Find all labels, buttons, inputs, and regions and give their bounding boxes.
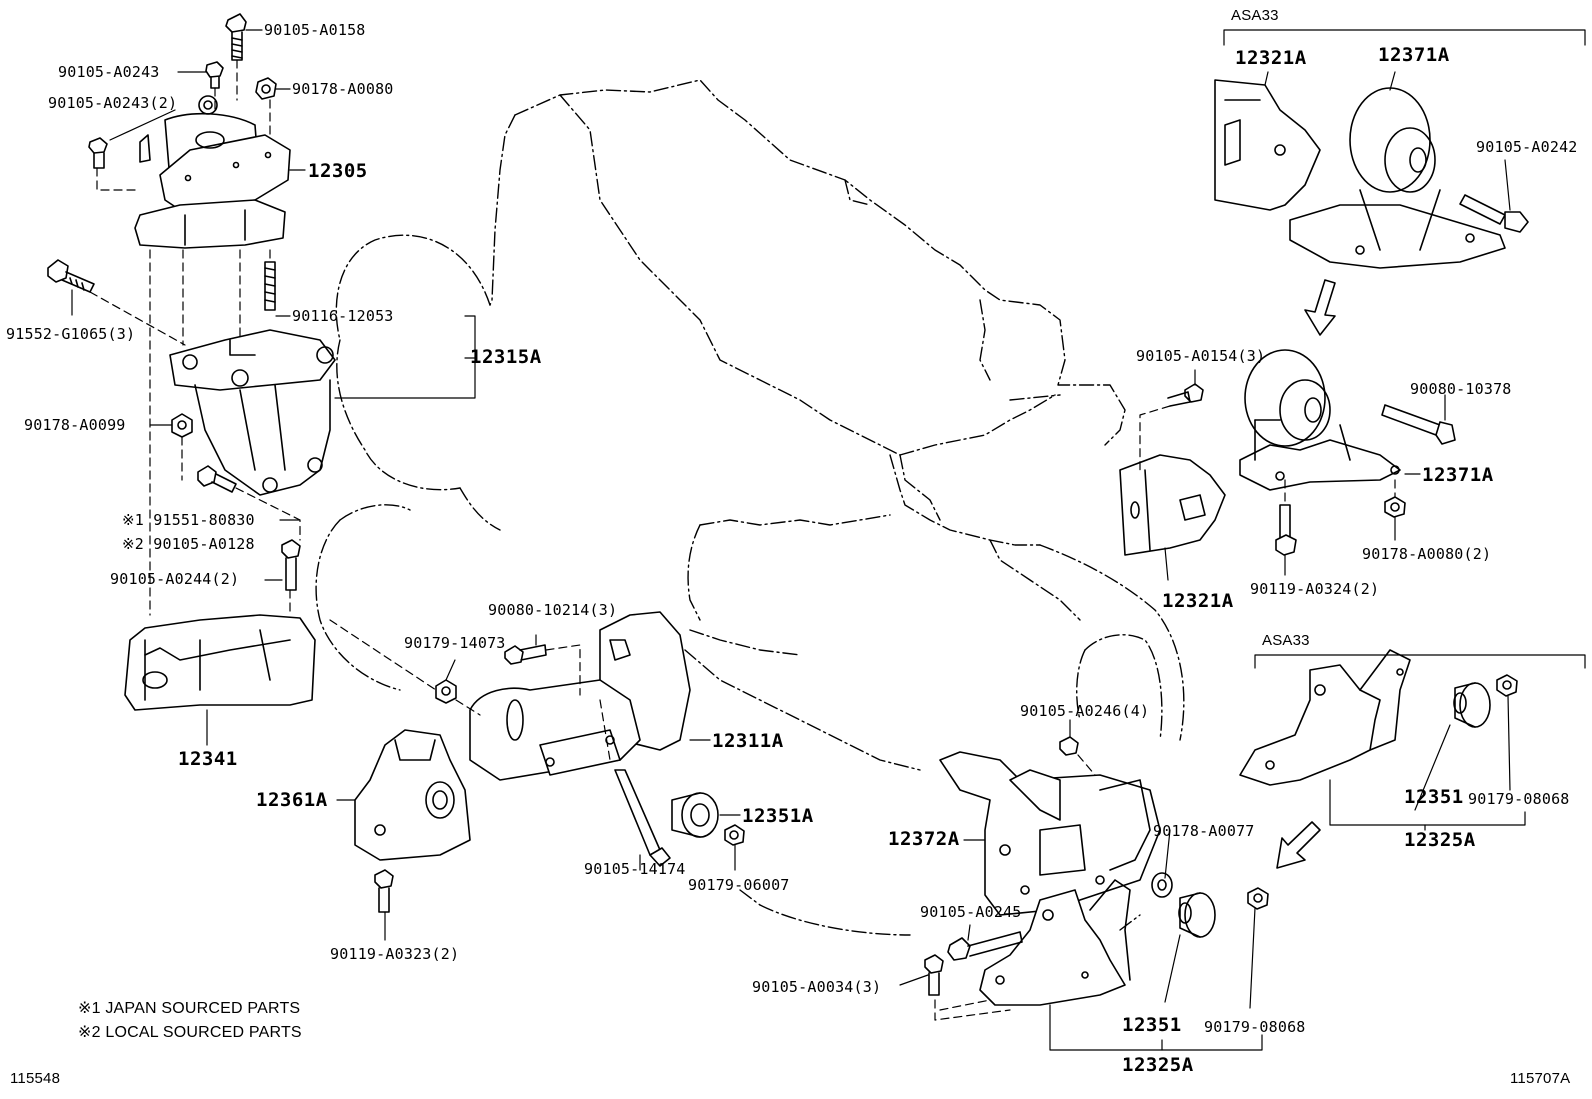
- part-label-90105-A0128: ※2 90105-A0128: [122, 535, 255, 553]
- part-12325A-bottom: [979, 879, 1131, 1006]
- bushing-12351A: [671, 792, 719, 838]
- nut-90179-08068-right: [1496, 674, 1518, 697]
- part-label-12371A-top: 12371A: [1378, 44, 1450, 66]
- part-label-90178-A0080: 90178-A0080: [292, 80, 394, 98]
- bolt-90105-A0243-2: [88, 137, 108, 169]
- leader-lines: [71, 29, 1526, 1051]
- nut-90178-A0080: [255, 77, 277, 100]
- part-12305: [134, 95, 291, 249]
- part-label-90179-06007: 90179-06007: [688, 876, 790, 894]
- part-label-90105-A0154-3: 90105-A0154(3): [1136, 347, 1266, 365]
- part-label-12351A: 12351A: [742, 805, 814, 827]
- part-label-12321A-top: 12321A: [1235, 47, 1307, 69]
- bushing-12351-bottom: [1178, 892, 1216, 938]
- part-12372A: [939, 751, 1161, 916]
- note-local-sourced: ※2 LOCAL SOURCED PARTS: [78, 1024, 302, 1041]
- part-12371A-mid: [1239, 349, 1401, 491]
- bushing-12351-right: [1453, 682, 1491, 728]
- group-tag-asa33-top: ASA33: [1231, 7, 1279, 24]
- part-12325A-right: [1239, 649, 1411, 786]
- part-label-90105-A0246-4: 90105-A0246(4): [1020, 702, 1150, 720]
- part-label-12315A: 12315A: [470, 346, 542, 368]
- part-label-12361A: 12361A: [256, 789, 328, 811]
- part-label-90105-A0244-2: 90105-A0244(2): [110, 570, 240, 588]
- part-label-12341: 12341: [178, 748, 238, 770]
- part-label-12372A: 12372A: [888, 828, 960, 850]
- note-japan-sourced: ※1 JAPAN SOURCED PARTS: [78, 1000, 301, 1017]
- part-label-12325A-bottom: 12325A: [1122, 1054, 1194, 1076]
- part-label-91551-80830: ※1 91551-80830: [122, 511, 255, 529]
- part-label-12305: 12305: [308, 160, 368, 182]
- part-label-90105-A0034-3: 90105-A0034(3): [752, 978, 882, 996]
- group-tag-asa33-mid: ASA33: [1262, 632, 1310, 649]
- part-label-90179-08068-bottom: 90179-08068: [1204, 1018, 1306, 1036]
- arrow-mid-right: [1276, 821, 1321, 869]
- bolt-90119-A0323: [374, 869, 394, 913]
- part-label-12325A-right: 12325A: [1404, 829, 1476, 851]
- part-label-90105-A0245: 90105-A0245: [920, 903, 1022, 921]
- bolt-90105-A0242: [1459, 194, 1529, 233]
- part-label-12351-right: 12351: [1404, 786, 1464, 808]
- part-label-91552-G1065-3: 91552-G1065(3): [6, 325, 136, 343]
- bolt-91552-G1065: [47, 259, 95, 293]
- assembly-lines-center: [329, 619, 611, 761]
- part-12311A: [469, 611, 691, 781]
- bolt-90080-10378: [1381, 404, 1456, 445]
- part-label-12321A-mid: 12321A: [1162, 590, 1234, 612]
- part-12361A: [354, 729, 471, 861]
- nut-90178-A0099: [171, 413, 193, 438]
- bolt-90105-A0243: [205, 61, 224, 89]
- nut-90179-06007: [724, 824, 745, 846]
- part-12341: [124, 614, 316, 711]
- assembly-lines-right: [1139, 405, 1396, 506]
- bolt-90080-10214: [504, 644, 547, 665]
- part-label-12311A: 12311A: [712, 730, 784, 752]
- bolt-91551-80830: [197, 465, 237, 493]
- bolt-90105-A0246: [1059, 736, 1079, 756]
- stud-90116-12053: [264, 261, 276, 311]
- bolt-90105-A0154: [1167, 383, 1204, 407]
- part-12321A-top: [1214, 79, 1321, 211]
- nut-90179-08068-bottom: [1247, 887, 1269, 910]
- part-label-90080-10378: 90080-10378: [1410, 380, 1512, 398]
- arrow-top-right: [1304, 279, 1336, 336]
- figure-ref-right: 115707A: [1510, 1070, 1571, 1087]
- bolt-90105-A0034: [924, 954, 944, 996]
- assembly-lines-bottom: [934, 754, 1096, 1021]
- part-12371A-top: [1289, 87, 1506, 269]
- part-label-90178-A0099: 90178-A0099: [24, 416, 126, 434]
- bolt-90105-A0244: [281, 539, 301, 591]
- bolt-90105-A0245: [947, 931, 1023, 961]
- part-label-90080-10214-3: 90080-10214(3): [488, 601, 618, 619]
- bolt-90105-14174: [614, 769, 671, 867]
- part-12315A: [169, 329, 336, 496]
- part-label-90119-A0324-2: 90119-A0324(2): [1250, 580, 1380, 598]
- bolt-90105-A0158: [225, 13, 247, 61]
- part-label-90116-12053: 90116-12053: [292, 307, 394, 325]
- part-label-90105-A0243: 90105-A0243: [58, 63, 160, 81]
- asa33-brackets: [1223, 29, 1586, 669]
- part-label-12351-bottom: 12351: [1122, 1014, 1182, 1036]
- engine-outline: [315, 79, 1185, 936]
- part-label-12371A-mid: 12371A: [1422, 464, 1494, 486]
- part-label-90105-14174: 90105-14174: [584, 860, 686, 878]
- part-label-90179-14073: 90179-14073: [404, 634, 506, 652]
- part-label-90178-A0080-2: 90178-A0080(2): [1362, 545, 1492, 563]
- part-12321A-mid: [1119, 454, 1226, 556]
- part-label-90178-A0077: 90178-A0077: [1153, 822, 1255, 840]
- part-label-90119-A0323-2: 90119-A0323(2): [330, 945, 460, 963]
- nut-90179-14073: [435, 679, 457, 704]
- part-label-90105-A0242: 90105-A0242: [1476, 138, 1578, 156]
- part-label-90105-A0243-2: 90105-A0243(2): [48, 94, 178, 112]
- nut-90178-A0080-2: [1384, 496, 1406, 518]
- bolt-90119-A0324: [1275, 504, 1297, 556]
- part-label-90105-A0158: 90105-A0158: [264, 21, 366, 39]
- washer-90178-A0077: [1151, 872, 1173, 898]
- figure-ref-left: 115548: [10, 1070, 61, 1087]
- part-label-90179-08068-right: 90179-08068: [1468, 790, 1570, 808]
